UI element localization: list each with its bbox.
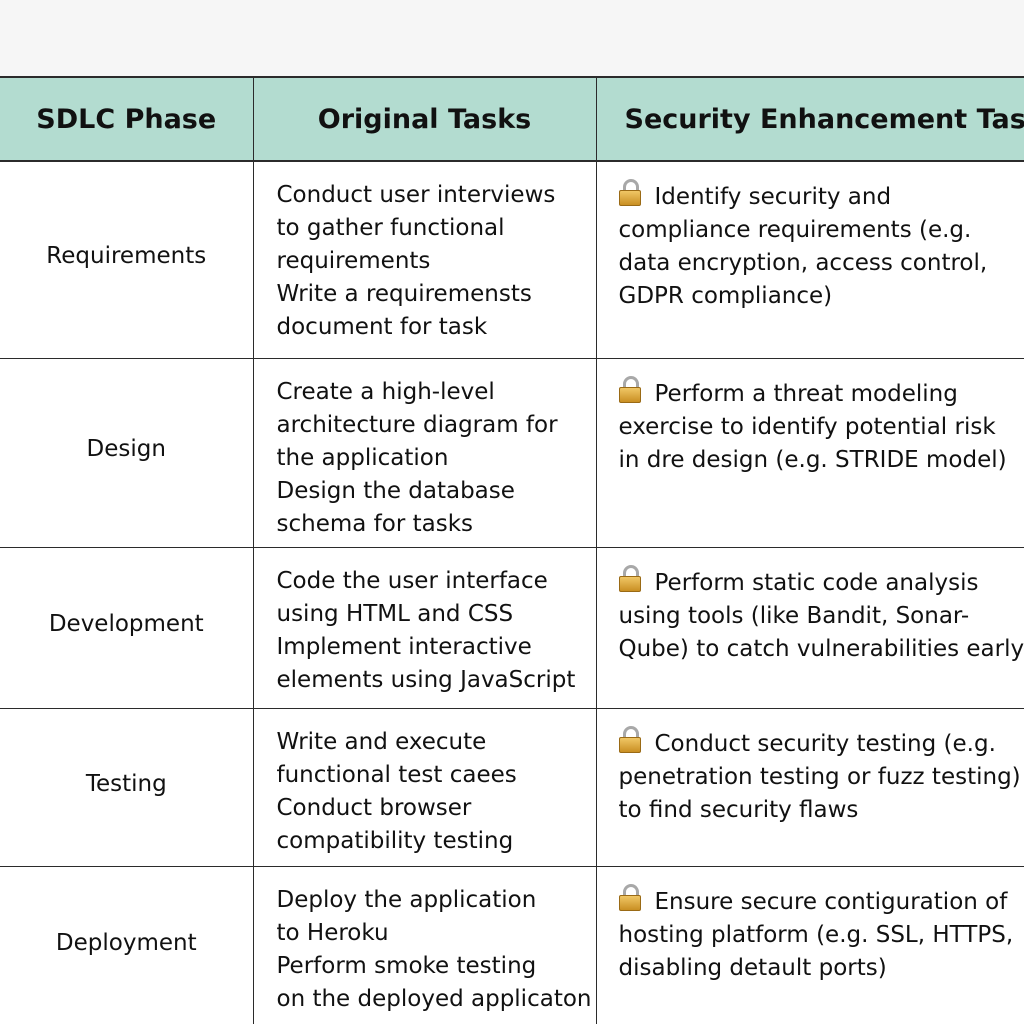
- task-line: to Heroku: [276, 919, 389, 946]
- header-sdlc-phase: SDLC Phase: [0, 77, 253, 162]
- sdlc-security-table: SDLC Phase Original Tasks Security Enhan…: [0, 76, 1024, 1024]
- task-line: requirements: [276, 248, 431, 274]
- top-band: [0, 0, 1024, 76]
- table-row: Deployment Deploy the application to Her…: [0, 866, 1024, 1024]
- security-task-cell: Conduct security testing (e.g. penetrati…: [595, 708, 1024, 867]
- table-row: Requirements Conduct user interviews to …: [0, 161, 1024, 359]
- security-task-cell: Ensure secure contiguration of hosting p…: [595, 866, 1024, 1024]
- original-tasks-cell: Conduct user interviews to gather functi…: [252, 161, 596, 359]
- original-tasks-cell: Deploy the application to Heroku Perform…: [252, 866, 596, 1024]
- task-line: Write a requiremensts: [276, 281, 532, 307]
- security-line: hosting platform (e.g. SSL, HTTPS,: [618, 921, 1014, 948]
- task-line: Design the database: [276, 477, 515, 504]
- lock-icon: [618, 375, 641, 404]
- task-line: architecture diagram for: [276, 411, 558, 438]
- table-row: Development Code the user interface usin…: [0, 547, 1024, 709]
- security-line: exercise to identify potential risk: [618, 413, 996, 440]
- task-line: using HTML and CSS: [276, 600, 514, 627]
- task-line: functional test caees: [276, 761, 517, 788]
- task-line: the application: [276, 444, 449, 471]
- security-line: penetration testing or fuzz testing): [618, 763, 1021, 790]
- security-line: using tools (like Bandit, Sonar-: [618, 602, 970, 629]
- security-line-text: Perform static code analysis: [654, 569, 979, 596]
- security-line: compliance requirements (e.g.: [618, 217, 972, 243]
- security-task-cell: Perform static code analysis using tools…: [595, 547, 1024, 709]
- security-task-cell: Identify security and compliance require…: [595, 161, 1024, 359]
- security-line: Perform a threat modeling: [618, 375, 1024, 411]
- security-line: Perform static code analysis: [618, 564, 1024, 600]
- header-security-enhancement-task: Security Enhancement Task: [595, 77, 1024, 162]
- task-line: Write and execute: [276, 728, 487, 755]
- task-line: document for task: [276, 314, 488, 340]
- security-line-text: Conduct security testing (e.g.: [654, 730, 996, 757]
- task-line: Code the user interface: [276, 567, 548, 594]
- security-line: Identify security and: [618, 179, 1024, 214]
- task-line: on the deployed applicaton: [276, 985, 592, 1012]
- task-line: to gather functional: [276, 215, 505, 241]
- phase-cell: Testing: [0, 708, 253, 867]
- phase-cell: Design: [0, 358, 253, 548]
- lock-icon: [618, 179, 641, 207]
- security-task-cell: Perform a threat modeling exercise to id…: [595, 358, 1024, 548]
- table-row: Testing Write and execute functional tes…: [0, 708, 1024, 867]
- security-line-text: Ensure secure contiguration of: [654, 888, 1008, 915]
- header-original-tasks: Original Tasks: [252, 77, 596, 162]
- task-line: elements using JavaScript: [276, 666, 576, 693]
- task-line: Create a high-level: [276, 378, 495, 405]
- security-line: data encryption, access control,: [618, 250, 988, 276]
- task-line: Deploy the application: [276, 886, 537, 913]
- phase-cell: Development: [0, 547, 253, 709]
- security-line: in dre design (e.g. STRIDE model): [618, 446, 1007, 473]
- lock-icon: [618, 883, 641, 912]
- security-line: Qube) to catch vulnerabilities early: [618, 635, 1024, 662]
- task-line: Conduct user interviews: [276, 182, 556, 208]
- task-line: Conduct browser: [276, 794, 472, 821]
- security-line: GDPR compliance): [618, 283, 833, 309]
- table-header-row: SDLC Phase Original Tasks Security Enhan…: [0, 77, 1024, 162]
- task-line: schema for tasks: [276, 510, 474, 537]
- phase-cell: Deployment: [0, 866, 253, 1024]
- security-line: disabling detault ports): [618, 954, 887, 981]
- security-line-text: Identify security and: [654, 184, 892, 210]
- security-line: Ensure secure contiguration of: [618, 883, 1024, 919]
- original-tasks-cell: Create a high-level architecture diagram…: [252, 358, 596, 548]
- sdlc-table-container: SDLC Phase Original Tasks Security Enhan…: [0, 76, 1024, 1024]
- lock-icon: [618, 725, 641, 754]
- lock-icon: [618, 564, 641, 593]
- task-line: Perform smoke testing: [276, 952, 537, 979]
- security-line: to find security flaws: [618, 796, 859, 823]
- phase-cell: Requirements: [0, 161, 253, 359]
- security-line-text: Perform a threat modeling: [654, 380, 958, 407]
- table-row: Design Create a high-level architecture …: [0, 358, 1024, 548]
- security-line: Conduct security testing (e.g.: [618, 725, 1024, 761]
- task-line: compatibility testing: [276, 827, 514, 854]
- original-tasks-cell: Code the user interface using HTML and C…: [252, 547, 596, 709]
- task-line: Implement interactive: [276, 633, 532, 660]
- original-tasks-cell: Write and execute functional test caees …: [252, 708, 596, 867]
